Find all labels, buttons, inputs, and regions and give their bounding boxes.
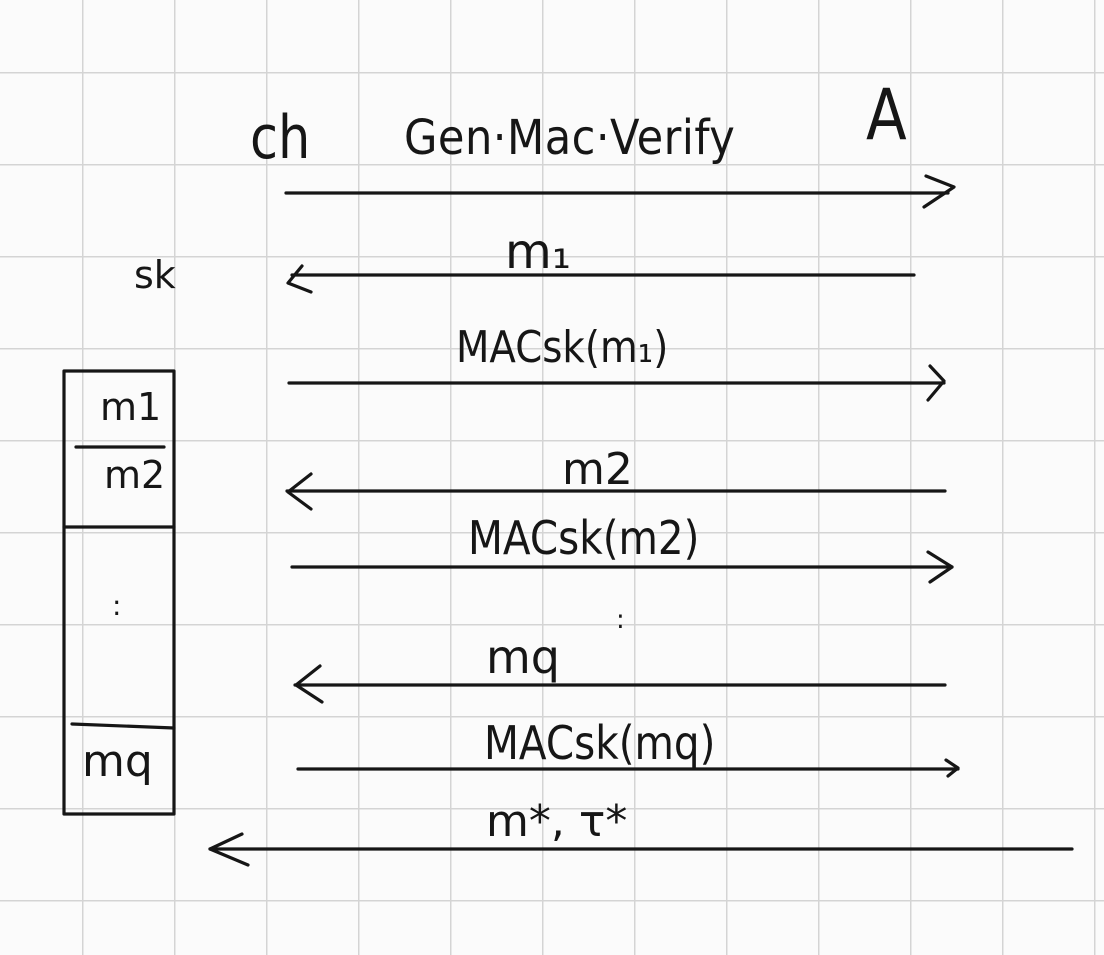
message-label: MACsk(m2) [468, 511, 700, 565]
arrow-to-adversary [287, 364, 946, 402]
query-table [62, 369, 176, 816]
message-label: MACsk(mq) [484, 716, 716, 770]
adversary-label: A [866, 74, 907, 156]
arrow-to-challenger [293, 664, 947, 704]
message-label: MACsk(m₁) [456, 322, 669, 373]
arrow-to-challenger [285, 472, 947, 511]
challenger-label: ch [250, 103, 311, 173]
forgery-label: m*, τ* [486, 796, 628, 847]
query-table-row: m2 [104, 453, 166, 497]
arrow-to-adversary [296, 758, 960, 778]
message-label: m₁ [505, 224, 571, 280]
arrow-to-adversary [290, 550, 954, 584]
scheme-label: Gen·Mac·Verify [404, 110, 736, 166]
arrow-to-adversary [284, 174, 956, 209]
query-table-row: m1 [100, 385, 162, 429]
message-label: m2 [562, 444, 633, 495]
secret-key-label: sk [134, 253, 176, 297]
arrow-to-challenger [208, 832, 1074, 867]
arrow-to-challenger [286, 264, 916, 294]
vertical-ellipsis: : [616, 605, 625, 635]
message-label: mq [486, 630, 561, 684]
query-table-row: mq [82, 736, 153, 787]
query-table-ellipsis: : [112, 589, 122, 622]
